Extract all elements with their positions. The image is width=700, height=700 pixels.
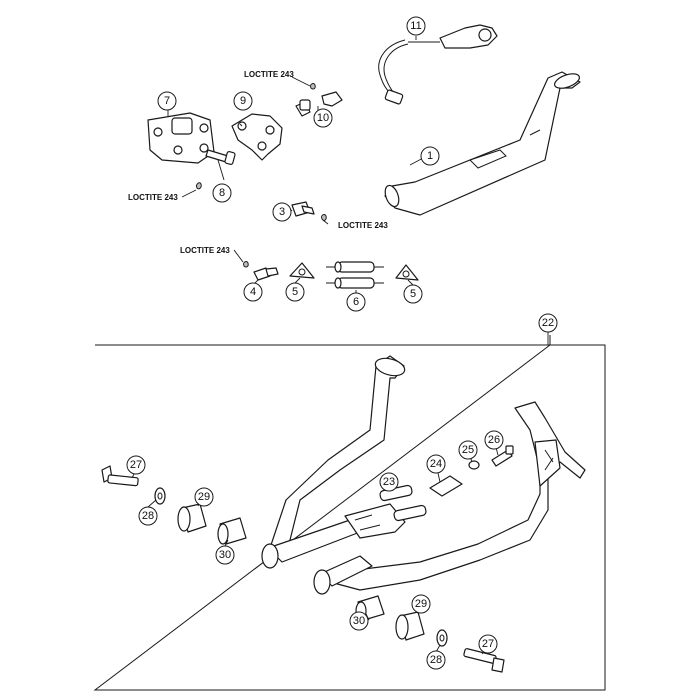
callout-7: 7	[157, 91, 177, 111]
callout-label-30-left: 30	[219, 549, 231, 561]
callout-28-left: 28	[138, 506, 158, 526]
callout-27-right: 27	[478, 634, 498, 654]
part-22-centre-stand-group	[93, 335, 606, 691]
part-3-screw	[291, 201, 327, 221]
part-24-pad	[429, 475, 463, 497]
callout-label-30-right: 30	[353, 615, 365, 627]
part-10-bolt	[295, 83, 343, 117]
callout-22: 22	[538, 313, 558, 333]
callout-label-8: 8	[219, 187, 225, 199]
loctite-label-upper: LOCTITE 243	[244, 70, 294, 79]
callout-label-25: 25	[462, 444, 474, 456]
callout-label-22: 22	[542, 317, 554, 329]
part-8-bolt	[196, 149, 236, 190]
callout-3: 3	[272, 202, 292, 222]
callout-1: 1	[420, 146, 440, 166]
callout-label-27-right: 27	[482, 638, 494, 650]
part-5-plate-left	[289, 262, 315, 279]
part-30-sleeve-left	[217, 517, 247, 545]
callout-27-left: 27	[126, 455, 146, 475]
callout-30-left: 30	[215, 545, 235, 565]
callout-label-5-right: 5	[410, 288, 416, 300]
part-5-plate-right	[395, 264, 419, 281]
part-7-bracket	[147, 112, 215, 164]
part-26-screw	[491, 445, 514, 467]
callout-label-29-left: 29	[198, 491, 210, 503]
callout-label-9: 9	[240, 95, 246, 107]
callout-29-left: 29	[194, 487, 214, 507]
loctite-label-left: LOCTITE 243	[128, 193, 178, 202]
part-28-washer-right	[436, 629, 448, 647]
callout-24: 24	[426, 454, 446, 474]
callout-8: 8	[212, 183, 232, 203]
part-4-bolt	[243, 261, 279, 281]
callout-label-11: 11	[410, 20, 421, 32]
callout-11: 11	[406, 16, 426, 36]
callout-23: 23	[379, 472, 399, 492]
callout-29-right: 29	[411, 594, 431, 614]
part-6-springs	[326, 261, 384, 289]
callout-label-10: 10	[317, 112, 329, 124]
part-1-side-stand	[384, 71, 581, 216]
callout-5-right: 5	[403, 284, 423, 304]
callout-26: 26	[484, 430, 504, 450]
callout-label-28-left: 28	[142, 510, 154, 522]
callout-9: 9	[233, 91, 253, 111]
part-28-washer-left	[154, 487, 166, 505]
callout-5-left: 5	[285, 282, 305, 302]
part-29-bushing-right	[395, 611, 425, 641]
callout-label-27-left: 27	[130, 459, 142, 471]
part-27-bolt-right	[463, 648, 505, 673]
callout-label-24: 24	[430, 458, 442, 470]
callout-25: 25	[458, 440, 478, 460]
loctite-label-lower: LOCTITE 243	[180, 246, 230, 255]
callout-label-4: 4	[250, 286, 256, 298]
callout-label-5-left: 5	[292, 286, 298, 298]
callout-label-29-right: 29	[415, 598, 427, 610]
part-23-springs	[379, 484, 427, 522]
callout-label-6: 6	[353, 296, 359, 308]
callout-label-3: 3	[279, 206, 285, 218]
part-11-side-stand-switch	[378, 24, 498, 105]
callout-label-26: 26	[488, 434, 500, 446]
centre-stand-frame	[261, 355, 586, 595]
callout-label-23: 23	[383, 476, 395, 488]
callout-label-28-right: 28	[430, 654, 442, 666]
callout-label-7: 7	[164, 95, 170, 107]
loctite-label-middle: LOCTITE 243	[338, 221, 388, 230]
part-9-plate	[231, 113, 283, 161]
callout-30-right: 30	[349, 611, 369, 631]
callout-label-1: 1	[427, 150, 433, 162]
part-27-bolt-left	[101, 465, 139, 487]
callout-4: 4	[243, 282, 263, 302]
callout-10: 10	[313, 108, 333, 128]
part-25-washer	[468, 460, 480, 470]
callout-28-right: 28	[426, 650, 446, 670]
part-29-bushing-left	[177, 503, 207, 533]
callout-6: 6	[346, 292, 366, 312]
